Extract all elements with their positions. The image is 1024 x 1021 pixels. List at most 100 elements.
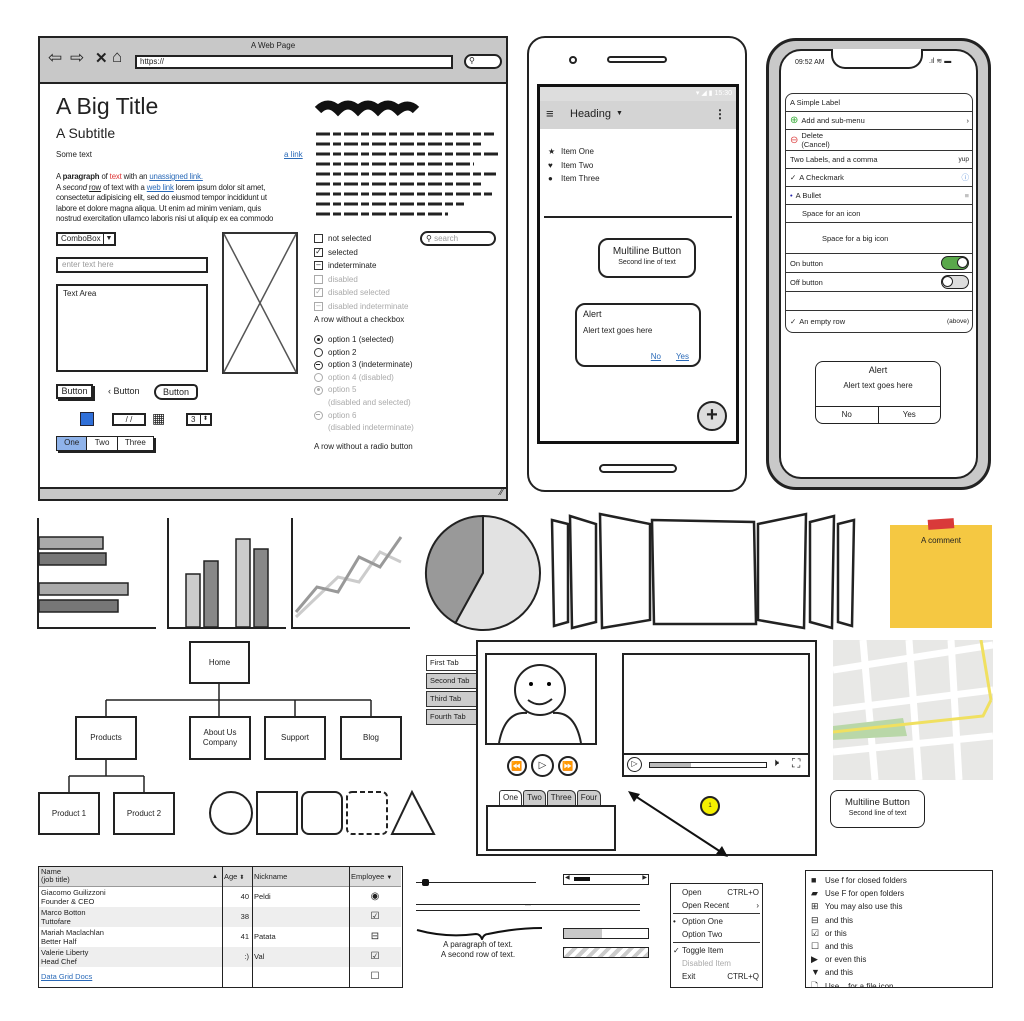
checkbox[interactable] bbox=[314, 274, 323, 284]
alert-yes-button[interactable]: Yes bbox=[675, 352, 689, 361]
sitemap-support[interactable]: Support bbox=[264, 716, 326, 760]
menu-item[interactable]: •Option One bbox=[673, 917, 723, 926]
column-header[interactable]: Employee▼ bbox=[351, 872, 393, 881]
dropdown-caret-icon[interactable]: ▼ bbox=[616, 110, 623, 117]
list-row-big-icon-space[interactable]: Space for a big icon bbox=[786, 223, 972, 254]
column-header[interactable]: Nickname bbox=[254, 872, 288, 881]
sitemap-blog[interactable]: Blog bbox=[340, 716, 402, 760]
stop-icon[interactable]: ✕ bbox=[95, 50, 108, 67]
video-progress-bar[interactable] bbox=[649, 762, 767, 768]
tab[interactable]: Three bbox=[546, 790, 576, 805]
tree-item[interactable]: ▼and this bbox=[811, 966, 992, 979]
column-header[interactable]: Age⬍ bbox=[224, 872, 245, 881]
sort-asc-icon[interactable]: ▲ bbox=[212, 874, 218, 880]
radio-button[interactable] bbox=[314, 360, 323, 370]
checkbox[interactable]: ✓ bbox=[314, 287, 323, 298]
overflow-menu-icon[interactable]: ⋮ bbox=[714, 107, 726, 121]
list-item[interactable]: ★Item One bbox=[548, 145, 600, 159]
ios-alert-no-button[interactable]: No bbox=[816, 407, 879, 423]
number-stepper[interactable]: 3⬍ bbox=[186, 413, 212, 426]
slider-knob[interactable] bbox=[422, 879, 429, 886]
vertical-tab[interactable]: Fourth Tab bbox=[426, 709, 478, 725]
home-button[interactable] bbox=[599, 464, 677, 473]
web-link[interactable]: web link bbox=[146, 182, 174, 192]
checkbox-row[interactable]: –disabled indeterminate bbox=[314, 300, 409, 314]
combobox[interactable]: ComboBox▼ bbox=[56, 232, 116, 246]
vertical-tab[interactable]: First Tab bbox=[426, 655, 478, 671]
radio-row[interactable]: option 2 bbox=[314, 347, 414, 360]
checkbox[interactable] bbox=[314, 234, 323, 244]
list-row-simple-label[interactable]: A Simple Label bbox=[786, 94, 972, 112]
fullscreen-icon[interactable]: ⛶ bbox=[792, 756, 801, 770]
tree-item[interactable]: ▰Use F for open folders bbox=[811, 887, 992, 900]
home-icon[interactable]: ⌂ bbox=[112, 47, 123, 66]
checkbox-row[interactable]: disabled bbox=[314, 273, 409, 287]
checkbox-row[interactable]: not selected bbox=[314, 232, 409, 246]
radio-row[interactable]: option 3 (indeterminate) bbox=[314, 359, 414, 372]
segment-two[interactable]: Two bbox=[87, 437, 118, 450]
list-row-add-submenu[interactable]: ⊕Add and sub-menu› bbox=[786, 112, 972, 130]
sort-icon[interactable]: ⬍ bbox=[239, 875, 245, 881]
sitemap-about[interactable]: About Us Company bbox=[189, 716, 251, 760]
radio-row[interactable]: option 1 (selected) bbox=[314, 334, 414, 347]
horizontal-scrollbar[interactable]: ◀ ▶ bbox=[563, 874, 649, 885]
checkbox[interactable]: ⊟ bbox=[370, 931, 380, 942]
data-grid-docs-link[interactable]: Data Grid Docs bbox=[41, 972, 93, 981]
checkbox[interactable]: – bbox=[314, 301, 323, 311]
menu-item[interactable]: Open Recent› bbox=[682, 901, 759, 910]
dropdown-icon[interactable]: ▼ bbox=[386, 875, 393, 881]
checkbox[interactable]: ✓ bbox=[314, 246, 323, 257]
back-button[interactable]: ‹ Button bbox=[108, 386, 140, 396]
horizontal-splitter[interactable]: ··· bbox=[416, 903, 640, 911]
rewind-button[interactable]: ⏪ bbox=[507, 756, 527, 776]
fab-add-button[interactable]: + bbox=[697, 401, 727, 431]
a-link[interactable]: a link bbox=[284, 150, 303, 159]
play-button[interactable]: ▷ bbox=[531, 754, 554, 777]
tab[interactable]: Four bbox=[576, 790, 602, 805]
vertical-tab[interactable]: Third Tab bbox=[426, 691, 478, 707]
forward-icon[interactable]: ⇨ bbox=[70, 48, 85, 67]
checkbox-row[interactable]: ✓disabled selected bbox=[314, 287, 390, 298]
sitemap-home[interactable]: Home bbox=[189, 641, 250, 684]
radio-row[interactable]: option 4 (disabled) bbox=[314, 372, 414, 385]
tree-item[interactable]: 🗋Use _ for a file icon bbox=[811, 980, 992, 987]
toggle-off[interactable] bbox=[941, 275, 969, 289]
browser-search[interactable]: ⚲ bbox=[464, 54, 502, 69]
video-play-icon[interactable]: ▷ bbox=[627, 757, 642, 772]
date-field[interactable]: / / bbox=[112, 413, 146, 426]
back-icon[interactable]: ⇦ bbox=[48, 48, 63, 67]
resize-grip-icon[interactable]: ⁄⁄ bbox=[499, 487, 503, 497]
list-item[interactable]: ●Item Three bbox=[548, 172, 600, 186]
fast-forward-button[interactable]: ⏩ bbox=[558, 756, 578, 776]
hamburger-menu-icon[interactable]: ≡ bbox=[546, 106, 554, 121]
list-row-empty-row-label[interactable]: ✓An empty row(above) bbox=[790, 316, 969, 326]
radio-button[interactable]: ◉ bbox=[370, 891, 380, 902]
column-header[interactable]: Name (job title)▲ bbox=[41, 867, 218, 884]
tree-item[interactable]: ⊞You may also use this bbox=[811, 900, 992, 913]
checkbox-row[interactable]: ✓selected bbox=[314, 246, 358, 257]
checkbox[interactable]: ☐ bbox=[370, 971, 380, 982]
menu-item[interactable]: Option Two bbox=[682, 930, 723, 939]
checkbox[interactable]: ☑ bbox=[370, 951, 380, 962]
list-row-icon-space[interactable]: Space for an icon bbox=[786, 205, 972, 223]
toggle-on[interactable] bbox=[941, 256, 969, 270]
menu-item[interactable]: ✓Toggle Item bbox=[673, 946, 724, 955]
button[interactable]: Button bbox=[56, 384, 93, 399]
checkbox-row[interactable]: –indeterminate bbox=[314, 259, 409, 273]
radio-button[interactable] bbox=[314, 373, 323, 383]
list-row-bullet[interactable]: •A Bullet≡ bbox=[786, 187, 972, 205]
tab[interactable]: Two bbox=[523, 790, 546, 805]
ios-alert-yes-button[interactable]: Yes bbox=[902, 410, 916, 419]
url-field[interactable]: https:// bbox=[135, 55, 453, 69]
checkbox[interactable]: – bbox=[314, 261, 323, 271]
search-field[interactable]: ⚲ search bbox=[420, 231, 496, 246]
list-row-empty[interactable] bbox=[786, 292, 972, 311]
scroll-left-icon[interactable]: ◀ bbox=[565, 875, 570, 881]
volume-icon[interactable]: 🕨 bbox=[772, 757, 779, 769]
